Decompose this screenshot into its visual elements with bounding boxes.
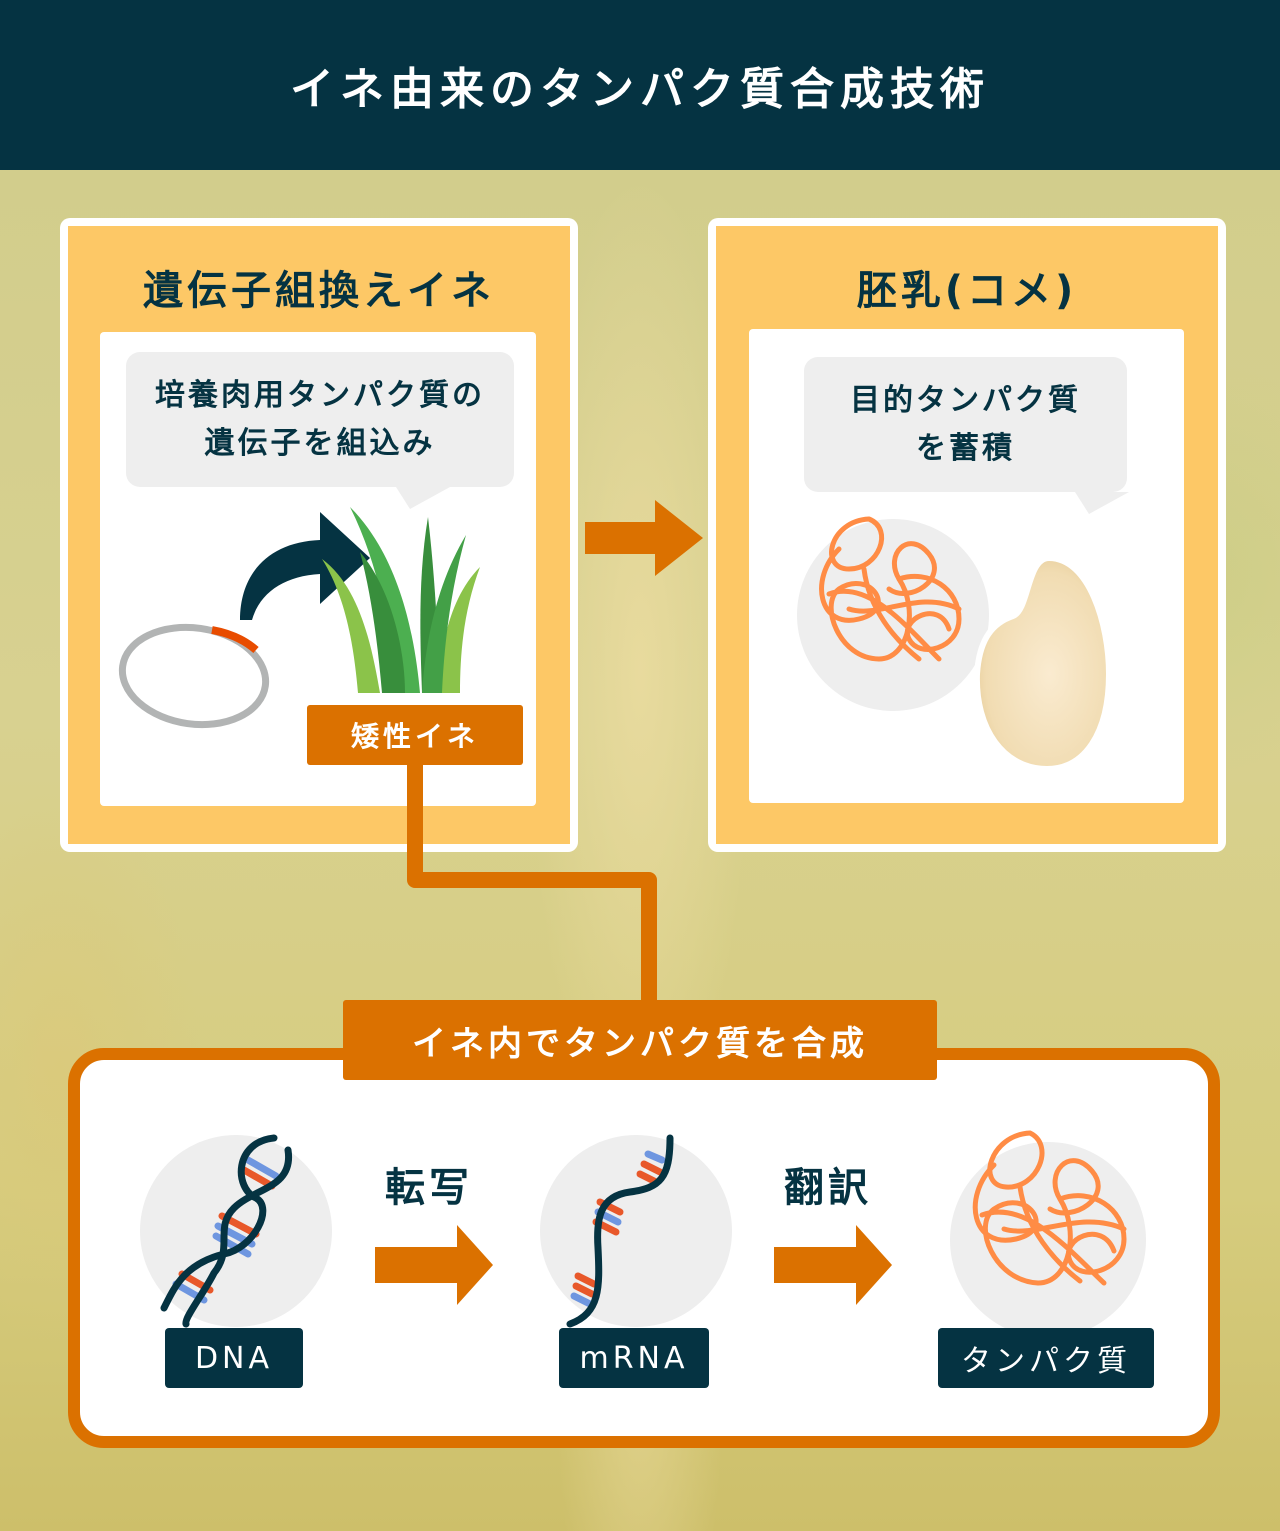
right-arrow-icon (585, 500, 703, 576)
translation-label: 翻訳 (784, 1165, 872, 1211)
bubble-line: 遺伝子を組込み (204, 425, 436, 461)
speech-bubble-tail (1075, 492, 1129, 514)
endosperm-title: 胚乳(コメ) (856, 268, 1078, 314)
header-bar: イネ由来のタンパク質合成技術 (0, 0, 1280, 170)
endosperm-card-inner: 胚乳(コメ) 目的タンパク質 を蓄積 (716, 226, 1218, 844)
synthesis-title: イネ内でタンパク質を合成 (343, 1000, 937, 1080)
gm-rice-title: 遺伝子組換えイネ (143, 268, 495, 314)
gm-rice-card-inner: 遺伝子組換えイネ 培養肉用タンパク質の 遺伝子を組込み (68, 226, 570, 844)
dna-label: DNA (165, 1328, 303, 1388)
mrna-label: mRNA (559, 1328, 709, 1388)
bubble-line: 培養肉用タンパク質の (155, 377, 485, 413)
dna-helix-icon (160, 1134, 293, 1328)
rice-grain-icon (973, 554, 1113, 773)
endosperm-speech-bubble: 目的タンパク質 を蓄積 (804, 357, 1127, 492)
speech-bubble-tail (396, 487, 450, 509)
right-arrow-icon (375, 1225, 493, 1305)
protein-circle (950, 1142, 1146, 1338)
bubble-line: 目的タンパク質 (850, 382, 1081, 418)
connector-line (407, 760, 657, 1010)
curved-arrow-icon (240, 512, 370, 620)
rice-plant-icon (322, 507, 480, 693)
dwarf-rice-label: 矮性イネ (307, 705, 523, 765)
protein-tangle-icon (972, 1130, 1127, 1286)
synthesis-box: DNA 転写 mRNA 翻訳 (68, 1048, 1220, 1448)
mrna-strand-icon (566, 1134, 674, 1328)
plasmid-icon (118, 623, 270, 729)
protein-tangle-icon (819, 516, 962, 662)
transcription-label: 転写 (385, 1165, 473, 1211)
bubble-line: を蓄積 (916, 430, 1015, 466)
gm-rice-panel: 培養肉用タンパク質の 遺伝子を組込み (100, 332, 536, 806)
endosperm-panel: 目的タンパク質 を蓄積 (749, 329, 1184, 803)
right-arrow-icon (774, 1225, 892, 1305)
page-title: イネ由来のタンパク質合成技術 (290, 64, 990, 115)
gm-rice-card: 遺伝子組換えイネ 培養肉用タンパク質の 遺伝子を組込み (60, 218, 578, 852)
endosperm-card: 胚乳(コメ) 目的タンパク質 を蓄積 (708, 218, 1226, 852)
gm-rice-speech-bubble: 培養肉用タンパク質の 遺伝子を組込み (126, 352, 514, 487)
protein-label: タンパク質 (938, 1328, 1154, 1388)
